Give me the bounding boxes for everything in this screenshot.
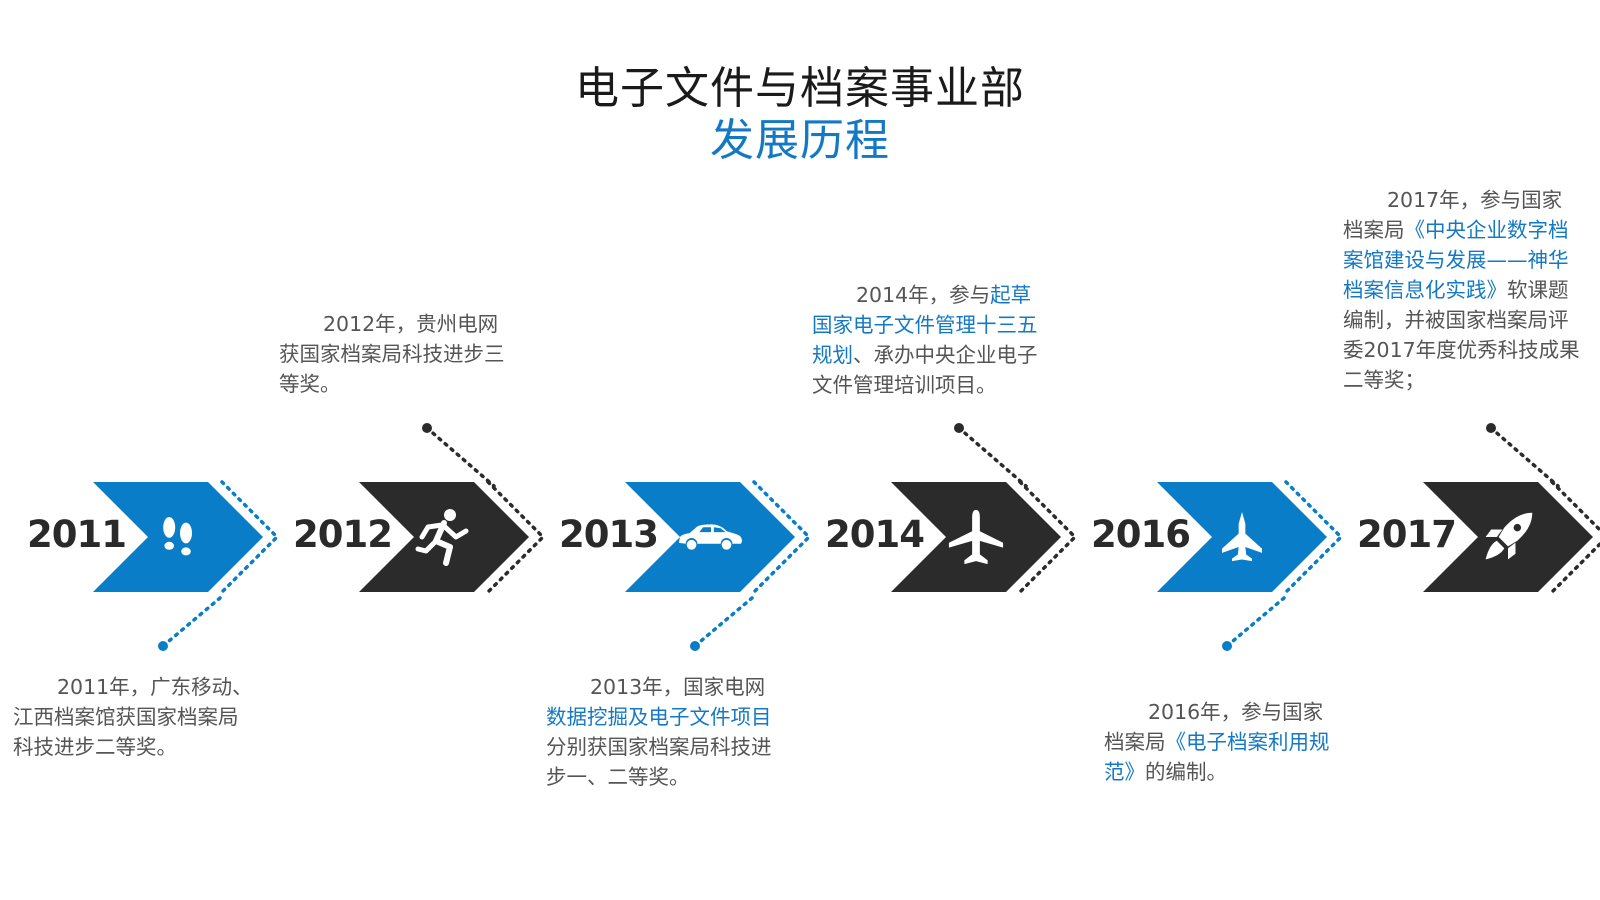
milestone-description-2017: 2017年，参与国家档案局《中央企业数字档案馆建设与发展——神华档案信息化实践》… [1343, 185, 1580, 395]
description-line: 档案局《中央企业数字档 [1343, 215, 1580, 245]
highlighted-text: 《电子档案利用规 [1165, 730, 1330, 754]
dotted-connector-2012 [486, 480, 546, 594]
description-text: 委2017年度优秀科技成果 [1343, 338, 1580, 362]
description-text: 2011年，广东移动、 [57, 675, 253, 699]
description-line: 2016年，参与国家 [1104, 697, 1330, 727]
year-label-2013: 2013 [559, 513, 659, 556]
highlighted-text: 《中央企业数字档 [1404, 218, 1569, 242]
highlighted-text: 范》 [1104, 760, 1145, 784]
highlighted-text: 档案信息化实践》 [1343, 278, 1507, 302]
description-line: 国家电子文件管理十三五 [812, 310, 1038, 340]
highlighted-text: 起草 [990, 283, 1032, 307]
highlighted-text: 数据挖掘及电子文件项目 [546, 705, 772, 729]
milestone-description-2012: 2012年，贵州电网获国家档案局科技进步三等奖。 [279, 309, 505, 399]
description-text: 获国家档案局科技进步三 [279, 342, 505, 366]
description-text: 2013年，国家电网 [590, 675, 766, 699]
milestone-description-2013: 2013年，国家电网数据挖掘及电子文件项目分别获国家档案局科技进步一、二等奖。 [546, 672, 772, 792]
description-line: 2017年，参与国家 [1343, 185, 1580, 215]
year-label-2012: 2012 [293, 513, 393, 556]
description-text: 步一、二等奖。 [546, 765, 690, 789]
milestone-2011 [93, 480, 280, 651]
description-text: 分别获国家档案局科技进 [546, 735, 772, 759]
description-line: 数据挖掘及电子文件项目 [546, 702, 772, 732]
leader-line-2013 [693, 596, 754, 648]
chevron-2011 [93, 482, 263, 592]
description-text: 档案局 [1343, 218, 1405, 242]
milestone-2017 [1423, 423, 1600, 594]
description-line: 规划、承办中央企业电子 [812, 340, 1038, 370]
description-line: 2011年，广东移动、 [13, 672, 253, 702]
description-text: 软课题 [1507, 278, 1569, 302]
page-title: 电子文件与档案事业部 [575, 63, 1025, 114]
description-text: 等奖。 [279, 372, 341, 396]
description-line: 江西档案馆获国家档案局 [13, 702, 253, 732]
year-label-2014: 2014 [825, 513, 925, 556]
milestone-description-2016: 2016年，参与国家档案局《电子档案利用规范》的编制。 [1104, 697, 1330, 787]
description-text: 江西档案馆获国家档案局 [13, 705, 239, 729]
leader-line-2017 [1489, 426, 1560, 488]
description-text: 、承办中央企业电子 [853, 343, 1038, 367]
description-text: 2017年，参与国家 [1387, 188, 1563, 212]
milestone-2014 [891, 423, 1078, 594]
dotted-connector-2013 [752, 480, 812, 594]
milestone-2012 [359, 423, 546, 594]
description-text: 2014年，参与 [856, 283, 991, 307]
description-line: 2014年，参与起草 [812, 280, 1038, 310]
leader-dot-2012 [422, 423, 432, 433]
description-line: 二等奖； [1343, 365, 1580, 395]
description-line: 分别获国家档案局科技进 [546, 732, 772, 762]
description-text: 2012年，贵州电网 [323, 312, 499, 336]
year-label-2017: 2017 [1357, 513, 1457, 556]
chevron-2012 [359, 482, 529, 592]
description-text: 文件管理培训项目。 [812, 373, 997, 397]
description-text: 的编制。 [1145, 760, 1227, 784]
dotted-connector-2011 [220, 480, 280, 594]
leader-dot-2011 [158, 641, 168, 651]
description-line: 2013年，国家电网 [546, 672, 772, 702]
leader-line-2012 [425, 426, 496, 488]
highlighted-text: 国家电子文件管理十三五 [812, 313, 1038, 337]
description-line: 获国家档案局科技进步三 [279, 339, 505, 369]
description-text: 科技进步二等奖。 [13, 735, 177, 759]
description-line: 步一、二等奖。 [546, 762, 772, 792]
highlighted-text: 案馆建设与发展——神华 [1343, 248, 1569, 272]
milestone-2013 [625, 480, 812, 651]
milestone-2016 [1157, 480, 1344, 651]
leader-line-2016 [1225, 596, 1286, 648]
milestone-description-2011: 2011年，广东移动、江西档案馆获国家档案局科技进步二等奖。 [13, 672, 253, 762]
description-text: 二等奖； [1343, 368, 1425, 392]
leader-dot-2017 [1486, 423, 1496, 433]
highlighted-text: 规划 [812, 343, 853, 367]
description-line: 档案局《电子档案利用规 [1104, 727, 1330, 757]
description-line: 编制，并被国家档案局评 [1343, 305, 1580, 335]
page-subtitle: 发展历程 [710, 115, 890, 166]
dotted-connector-2014 [1018, 480, 1078, 594]
description-line: 档案信息化实践》软课题 [1343, 275, 1580, 305]
description-text: 2016年，参与国家 [1148, 700, 1324, 724]
leader-line-2011 [161, 596, 222, 648]
milestone-description-2014: 2014年，参与起草国家电子文件管理十三五规划、承办中央企业电子文件管理培训项目… [812, 280, 1038, 400]
description-line: 委2017年度优秀科技成果 [1343, 335, 1580, 365]
description-text: 编制，并被国家档案局评 [1343, 308, 1569, 332]
leader-line-2014 [957, 426, 1028, 488]
description-line: 文件管理培训项目。 [812, 370, 1038, 400]
year-label-2016: 2016 [1091, 513, 1191, 556]
description-line: 范》的编制。 [1104, 757, 1330, 787]
dotted-connector-2016 [1284, 480, 1344, 594]
description-line: 案馆建设与发展——神华 [1343, 245, 1580, 275]
description-text: 档案局 [1104, 730, 1166, 754]
leader-dot-2014 [954, 423, 964, 433]
year-label-2011: 2011 [27, 513, 127, 556]
description-line: 等奖。 [279, 369, 505, 399]
dotted-connector-2017 [1550, 480, 1600, 594]
leader-dot-2013 [690, 641, 700, 651]
leader-dot-2016 [1222, 641, 1232, 651]
description-line: 科技进步二等奖。 [13, 732, 253, 762]
description-line: 2012年，贵州电网 [279, 309, 505, 339]
